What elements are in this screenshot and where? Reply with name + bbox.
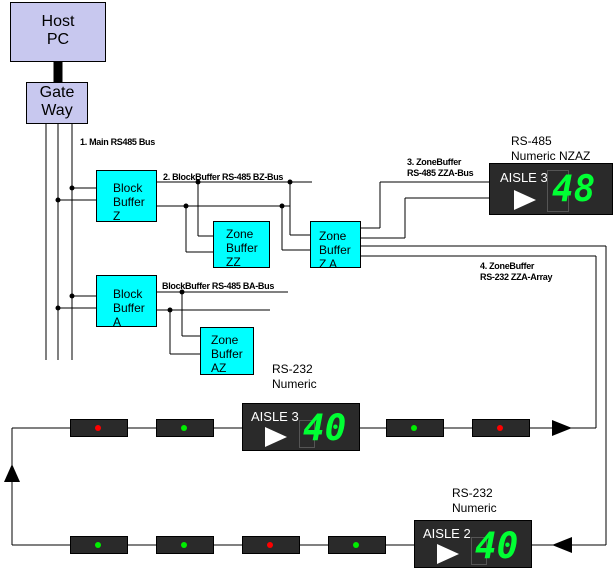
- zone-buffer-az-box: Zone Buffer AZ: [200, 327, 254, 375]
- arrowheads: [4, 420, 572, 553]
- ba-bus-label: BlockBuffer RS-485 BA-Bus: [162, 281, 275, 291]
- arrow-up-left: [4, 464, 20, 482]
- led-unit: [386, 419, 444, 437]
- nzaz-caption-line1: RS-485: [511, 134, 552, 148]
- block-buffer-a-box: Block Buffer A: [96, 275, 157, 329]
- host-pc-label-line1: Host: [41, 13, 75, 30]
- zza-bus-label-line2: RS-485 ZZA-Bus: [407, 168, 474, 178]
- rs232-top-caption-line2: Numeric: [272, 377, 317, 391]
- rs232-bottom-caption-line1: RS-232: [452, 486, 493, 500]
- play-icon: [514, 190, 536, 210]
- green-led-icon: [181, 425, 187, 431]
- zone-buffer-zz-line2: Buffer: [226, 240, 258, 255]
- aisle-display-nzaz-digits: 48: [552, 169, 596, 210]
- led-unit: [70, 419, 128, 437]
- zone-buffer-za-line2: Buffer: [319, 242, 351, 257]
- host-pc-box: Host PC: [10, 2, 106, 62]
- aisle-display-nzaz: AISLE 3 48: [489, 163, 613, 215]
- aisle-display-nzaz-title: AISLE 3: [500, 170, 548, 185]
- block-buffer-a-line3: A: [113, 314, 122, 329]
- gateway-label-line1: Gate: [39, 84, 75, 101]
- green-led-icon: [181, 542, 187, 548]
- block-buffer-z-line2: Buffer: [113, 194, 145, 209]
- led-unit: [70, 536, 128, 554]
- led-unit: [242, 536, 300, 554]
- nzaz-caption-line2: Numeric NZAZ: [511, 149, 591, 163]
- aisle-display-middle: AISLE 3 40: [242, 403, 360, 451]
- led-unit: [156, 419, 214, 437]
- zone-buffer-zz-line1: Zone: [226, 227, 254, 241]
- rs232-bottom-caption: RS-232 Numeric: [452, 486, 497, 516]
- led-unit: [328, 536, 386, 554]
- block-buffer-z-line3: Z: [113, 208, 121, 223]
- zza-bus-label-line1: 3. ZoneBuffer: [407, 157, 462, 167]
- zone-buffer-zz-line3: ZZ: [226, 254, 241, 269]
- aisle-display-bottom: AISLE 2 40: [414, 520, 532, 568]
- play-icon: [437, 544, 459, 564]
- zone-buffer-az-line1: Zone: [211, 333, 239, 347]
- zone-buffer-za-line3: Z A: [319, 256, 338, 271]
- led-unit: [156, 536, 214, 554]
- aisle-display-bottom-digits: 40: [475, 526, 519, 567]
- red-led-icon: [95, 425, 101, 431]
- aisle-display-middle-title: AISLE 3: [251, 409, 299, 424]
- zone-buffer-az-line3: AZ: [211, 360, 227, 375]
- green-led-icon: [411, 425, 417, 431]
- zza-array-label: 4. ZoneBuffer RS-232 ZZA-Array: [480, 261, 553, 283]
- arrow-right-top: [552, 420, 572, 436]
- arrow-left-bottom: [552, 537, 572, 553]
- block-buffer-z-line1: Block: [113, 181, 143, 195]
- zone-buffer-za-box: Zone Buffer Z A: [310, 221, 361, 270]
- main-bus-label: 1. Main RS485 Bus: [80, 137, 155, 147]
- zza-array-label-line1: 4. ZoneBuffer: [480, 261, 535, 271]
- zza-array-label-line2: RS-232 ZZA-Array: [480, 272, 553, 282]
- rs232-bottom-caption-line2: Numeric: [452, 501, 497, 515]
- host-pc-label-line2: PC: [46, 31, 70, 49]
- block-buffer-a-line2: Buffer: [113, 300, 145, 315]
- digit-frame: [547, 170, 569, 212]
- digit-frame: [299, 420, 315, 448]
- play-icon: [265, 427, 287, 447]
- aisle-display-bottom-title: AISLE 2: [423, 526, 471, 541]
- junction-dots: [55, 179, 293, 313]
- block-buffer-z-box: Block Buffer Z: [96, 170, 157, 222]
- digit-frame: [471, 537, 487, 565]
- red-led-icon: [497, 425, 503, 431]
- gateway-label-line2: Way: [41, 102, 73, 120]
- rs232-top-caption: RS-232 Numeric: [272, 362, 317, 392]
- block-buffer-a-line1: Block: [113, 287, 143, 301]
- nzaz-caption: RS-485 Numeric NZAZ: [511, 134, 590, 164]
- zone-buffer-az-line2: Buffer: [211, 346, 243, 361]
- rs232-top-caption-line1: RS-232: [272, 362, 313, 376]
- zone-buffer-za-line1: Zone: [319, 229, 347, 243]
- aisle-display-middle-digits: 40: [303, 408, 347, 449]
- bz-bus-label: 2. BlockBuffer RS-485 BZ-Bus: [163, 172, 284, 182]
- red-led-icon: [267, 542, 273, 548]
- zone-buffer-zz-box: Zone Buffer ZZ: [213, 221, 270, 268]
- green-led-icon: [95, 542, 101, 548]
- led-unit: [472, 419, 530, 437]
- gateway-box: Gate Way: [26, 82, 88, 124]
- green-led-icon: [353, 542, 359, 548]
- zza-bus-label: 3. ZoneBuffer RS-485 ZZA-Bus: [407, 157, 474, 179]
